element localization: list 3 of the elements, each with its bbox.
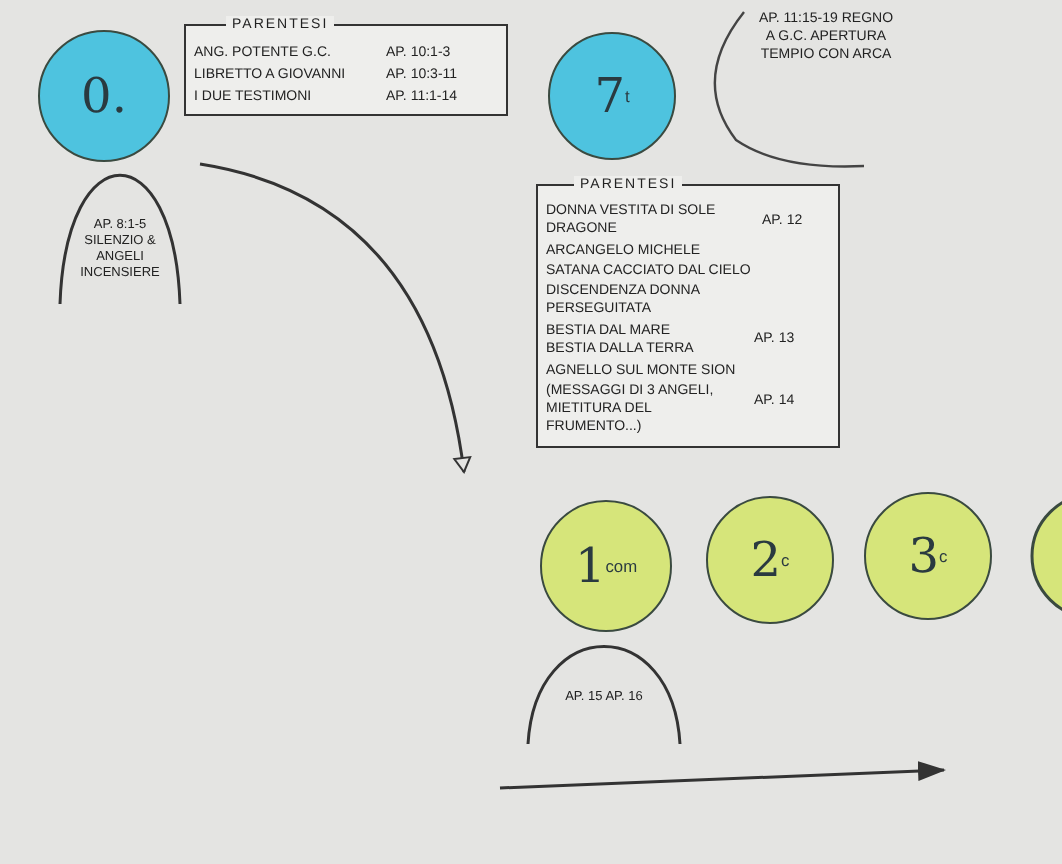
dome-note <box>528 644 680 744</box>
dome-note <box>60 172 180 304</box>
numbered-circle: 0. <box>38 30 170 162</box>
